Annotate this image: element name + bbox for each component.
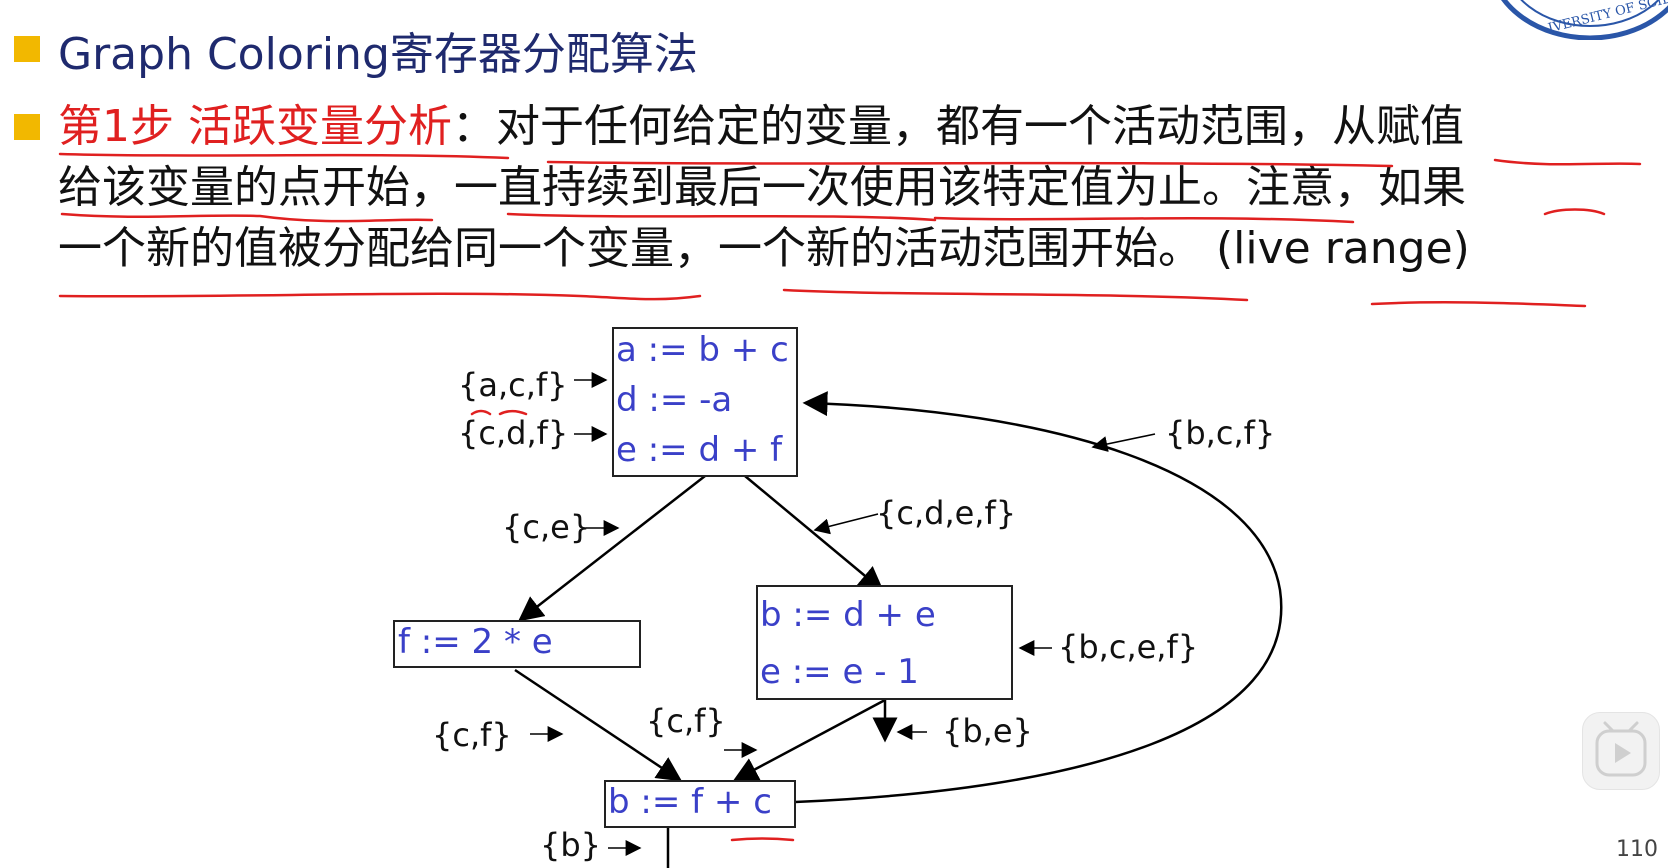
set-bottom-out: {b} <box>540 826 602 864</box>
paragraph-line-1: 第1步 活跃变量分析：对于任何给定的变量，都有一个活动范围，从赋值 <box>58 96 1658 157</box>
block-right <box>756 585 1013 700</box>
set-right-in: {b,c,e,f} <box>1058 628 1199 666</box>
page-number: 110 <box>1616 837 1658 862</box>
paragraph-line-2: 给该变量的点开始，一直持续到最后一次使用该特定值为止。注意，如果 <box>58 162 1466 213</box>
block-bottom <box>604 780 796 828</box>
block-right-stmt-2: e := e - 1 <box>760 652 919 692</box>
play-icon <box>1595 721 1647 777</box>
block-top <box>612 327 798 477</box>
set-loop: {b,c,f} <box>1165 414 1276 452</box>
block-right-stmt-1: b := d + e <box>760 595 936 635</box>
set-right-out: {b,e} <box>942 712 1033 750</box>
set-mid-out: {c,f} <box>646 702 726 740</box>
university-logo: IVERSITY OF SCIENCE AN <box>1501 0 1668 40</box>
block-top-stmt-2: d := -a <box>616 380 733 420</box>
slide-title: Graph Coloring寄存器分配算法 <box>58 29 698 80</box>
block-top-stmt-1: a := b + c <box>616 330 789 370</box>
block-left <box>393 620 641 668</box>
block-top-stmt-3: e := d + f <box>616 430 783 470</box>
paragraph-bullet-icon <box>14 114 40 140</box>
set-left-out: {c,f} <box>432 716 512 754</box>
set-top-out-left: {c,e} <box>502 508 591 546</box>
block-left-stmt-1: f := 2 * e <box>398 622 553 662</box>
set-top-in-2: {c,d,f} <box>458 414 569 452</box>
title-bullet-icon <box>14 36 40 62</box>
set-top-in-1: {a,c,f} <box>458 366 568 404</box>
paragraph-line-3: 一个新的值被分配给同一个变量，一个新的活动范围开始。 (live range) <box>58 223 1470 274</box>
step-label: 第1步 活跃变量分析 <box>58 101 452 152</box>
line1-text: ：对于任何给定的变量，都有一个活动范围，从赋值 <box>451 101 1464 152</box>
block-bottom-stmt-1: b := f + c <box>608 782 772 822</box>
set-top-out-right: {c,d,e,f} <box>876 494 1017 532</box>
play-button[interactable] <box>1582 712 1660 790</box>
